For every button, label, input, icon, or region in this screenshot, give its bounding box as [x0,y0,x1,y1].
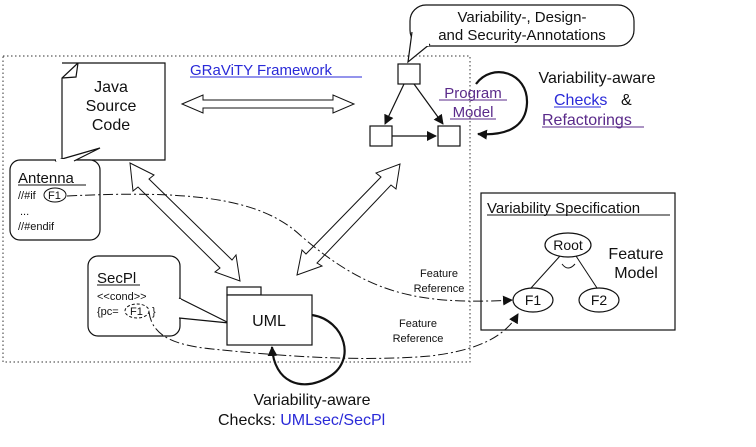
annotations-callout-tail [407,31,431,64]
annotations-line1: Variability-, Design- [458,9,587,26]
secpl-feature-f1: F1 [130,306,143,318]
program-model-node-left [369,125,393,147]
double-arrow-java-uml [129,162,241,282]
checks-top-checks[interactable]: Checks [554,92,607,109]
checks-bottom-line2: Checks: UMLsec/SecPl [218,412,385,429]
checks-top-refactorings[interactable]: Refactorings [542,112,632,129]
antenna-title: Antenna [18,170,75,187]
uml-package[interactable] [226,294,313,346]
antenna-code-endif: //#endif [18,221,55,233]
checks-top-line1: Variability-aware [538,70,655,87]
feature-root-node[interactable] [544,232,592,258]
annotations-line2: and Security-Annotations [438,27,606,44]
annotations-callout [409,4,635,47]
secpl-callout-tail [178,297,230,324]
checks-top-amp: & [621,92,632,109]
java-label-line2: Source [86,98,137,115]
checks-bottom-slash: / [339,412,344,429]
program-model-self-loop [475,71,529,140]
framework-boundary [2,55,471,363]
double-arrow-program-uml [296,163,401,276]
feature-reference-1-line1: Feature [420,268,458,280]
checks-bottom-line1: Variability-aware [253,392,370,409]
secpl-feature-highlight [124,303,150,319]
secpl-pc-prefix: {pc= [97,306,119,318]
program-model-line1[interactable]: Program [444,85,502,102]
feature-edge-root-f1 [530,255,561,289]
java-label-line3: Code [92,117,130,134]
program-model-edge-top-right [413,83,444,125]
secpl-title: SecPl [97,270,136,287]
feature-model-line2: Model [614,265,658,282]
checks-bottom-umlsec[interactable]: UMLsec [280,412,339,429]
feature-f1-label: F1 [525,292,542,308]
secpl-callout [87,255,181,337]
double-arrow-java-program [180,94,356,114]
program-model-node-top [397,63,421,85]
framework-label[interactable]: GRaViTY Framework [190,62,332,79]
feature-f2-label: F2 [591,292,608,308]
antenna-code-if: //#if [18,190,37,202]
feature-f2-node[interactable] [578,287,620,313]
program-model-node-right [437,125,461,147]
antenna-code-ellipsis: ... [20,206,29,218]
feature-reference-path-1 [66,193,513,306]
program-model-line2[interactable]: Model [453,104,494,121]
feature-model-line1: Feature [608,246,663,263]
program-model-edge-top-left [384,83,405,125]
feature-edge-root-f2 [575,255,598,289]
uml-package-tab [226,286,262,296]
feature-reference-1-line2: Reference [414,283,465,295]
feature-group-arc [561,263,576,269]
uml-self-loop [267,313,346,386]
antenna-feature-highlight [43,187,67,203]
java-label-line1: Java [94,79,128,96]
feature-root-label: Root [553,237,583,253]
secpl-cond: <<cond>> [97,291,147,303]
antenna-callout-tail [54,147,101,162]
variability-spec-box [480,192,676,331]
feature-reference-path-2 [148,311,519,359]
java-source-document[interactable] [61,62,166,161]
feature-reference-2-line1: Feature [399,318,437,330]
secpl-pc-suffix: } [152,306,156,318]
feature-f1-node[interactable] [512,287,554,313]
checks-bottom-secpl[interactable]: SecPl [343,412,385,429]
feature-reference-2-line2: Reference [393,333,444,345]
antenna-callout [9,159,101,241]
antenna-feature-f1: F1 [48,190,61,202]
uml-label: UML [252,313,286,330]
java-document-fold [61,62,79,79]
variability-spec-title: Variability Specification [487,200,640,217]
checks-bottom-prefix: Checks: [218,412,280,429]
